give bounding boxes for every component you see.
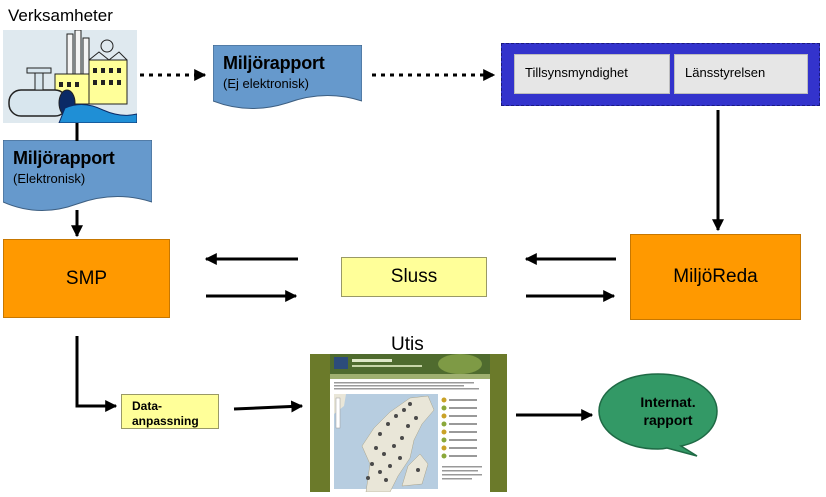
utis-screenshot	[310, 354, 507, 493]
internat-line2: rapport	[643, 412, 693, 428]
miljorapport-ej-title: Miljörapport	[223, 53, 325, 73]
lansstyrelsen-cell: Länsstyrelsen	[674, 54, 808, 94]
smp-label: SMP	[65, 267, 108, 289]
utis-title: Utis	[391, 334, 424, 355]
tillsynsmyndighet-cell: Tillsynsmyndighet	[514, 54, 670, 94]
factory-icon	[3, 30, 137, 123]
miljoreda-label: MiljöReda	[673, 266, 758, 287]
miljorapport-el-title: Miljörapport	[13, 148, 115, 168]
internat-bubble	[598, 373, 718, 457]
sluss-box: Sluss	[341, 257, 487, 297]
miljorapport-ej-subtitle: (Ej elektronisk)	[223, 76, 309, 91]
internat-line1: Internat.	[640, 394, 696, 410]
miljorapport-ej-document: Miljörapport (Ej elektronisk)	[213, 45, 362, 111]
authority-panel: Tillsynsmyndighet Länsstyrelsen	[501, 43, 820, 106]
dataanpassning-box: Data- anpassning	[121, 394, 219, 429]
smp-box: SMP	[3, 239, 170, 318]
arrow-dataanpassning-to-utis	[233, 400, 304, 413]
dataanpassning-line1: Data-	[132, 399, 163, 413]
dataanpassning-line2: anpassning	[132, 414, 199, 428]
miljoreda-box: MiljöReda	[630, 234, 801, 320]
utis-map-thumbnail	[310, 354, 507, 493]
sluss-label: Sluss	[390, 266, 438, 287]
internat-label: Internat. rapport	[618, 393, 718, 429]
arrow-smp-to-dataanpassning	[75, 336, 118, 412]
miljorapport-el-document: Miljörapport (Elektronisk)	[3, 140, 152, 214]
miljorapport-el-subtitle: (Elektronisk)	[13, 171, 86, 186]
verksamheter-title: Verksamheter	[8, 6, 113, 25]
